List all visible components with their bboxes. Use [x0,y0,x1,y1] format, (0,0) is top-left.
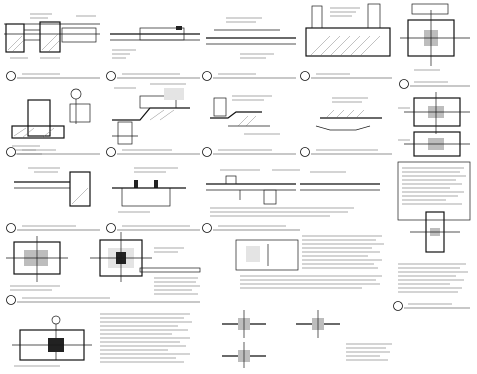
detail-title-bar-row-1 [6,71,470,89]
detail-title-bar-row-4 [6,295,470,311]
detail-schedule-and-notes [139,235,384,295]
detail-pile-cap-section [12,315,92,367]
detail-curb-and-ramp [112,83,190,145]
detail-row-3 [14,161,471,253]
detail-embed-plate-elevation [6,236,68,291]
detail-general-notes [100,313,192,363]
detail-title-bar-row-3 [6,223,300,233]
detail-row-5 [12,310,392,368]
detail-column-splice-elevation [397,161,471,253]
detail-foundation-wall-step [4,13,100,59]
detail-anchor-bolt-detail [398,263,468,293]
detail-slab-on-grade-edge [210,95,280,135]
detail-slab-edge-section [206,17,296,59]
detail-joint-plan [300,171,380,191]
detail-column-base-plan [400,3,470,71]
detail-thickened-slab-notes [315,97,382,131]
detail-row-4 [6,232,468,295]
detail-slab-thickening [110,26,200,59]
detail-title-bar-row-2 [6,147,392,157]
detail-wall-footing-detail [112,167,186,213]
detail-column-anchor-plan [398,92,470,157]
detail-beam-connection-elevations [222,310,392,368]
detail-row-1 [4,3,470,71]
detail-embed-plate-section [90,232,184,282]
detail-retaining-wall-section [305,3,391,57]
detail-grade-beam-step [14,167,91,207]
detail-slab-joint-detail [206,169,354,217]
detail-row-2 [11,83,470,157]
